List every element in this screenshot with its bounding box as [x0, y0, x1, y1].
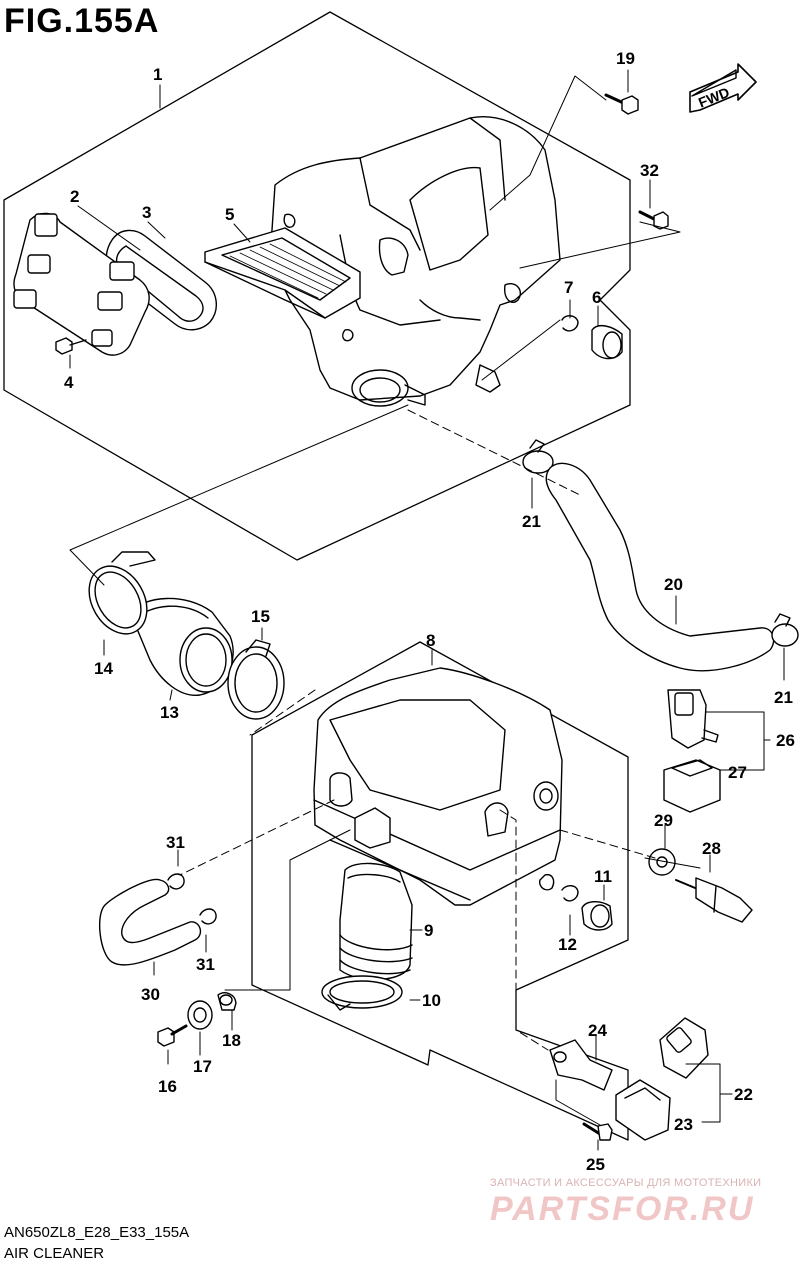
callout-13: 13 [160, 703, 179, 722]
hose-30 [99, 878, 202, 966]
callout-12: 12 [558, 935, 577, 954]
callout-23: 23 [674, 1115, 693, 1134]
filter-element [204, 227, 361, 319]
callout-19: 19 [616, 49, 635, 68]
callout-1: 1 [153, 65, 162, 84]
sensor-28-icon [675, 877, 753, 923]
callout-31-upper: 31 [166, 833, 185, 852]
sensor-26-icon [667, 689, 719, 749]
sensor-22-icon [659, 1017, 709, 1079]
clip-12-icon [561, 885, 579, 902]
callout-9: 9 [424, 921, 433, 940]
callout-31-lower: 31 [196, 955, 215, 974]
callout-21-right: 21 [774, 688, 793, 707]
callout-4: 4 [64, 373, 74, 392]
clamp-14-icon [88, 551, 156, 635]
collar-18-icon [217, 992, 237, 1011]
callout-8: 8 [426, 631, 435, 650]
bolt-19-icon [604, 93, 639, 115]
washer-29-icon [648, 848, 676, 876]
callout-3: 3 [142, 203, 151, 222]
boot-27-icon [663, 759, 721, 813]
callout-16: 16 [158, 1077, 177, 1096]
bracket-24-icon [549, 1039, 613, 1091]
clip-7-icon [561, 315, 579, 332]
fwd-arrow-icon [689, 63, 757, 113]
hose-20 [545, 462, 775, 672]
screw-4-icon [55, 337, 87, 355]
callout-18: 18 [222, 1031, 241, 1050]
callout-25: 25 [586, 1155, 605, 1174]
leader-lines [69, 69, 785, 1151]
callout-17: 17 [193, 1057, 212, 1076]
cap-11-icon [581, 901, 613, 931]
bolt-32-icon [638, 210, 669, 230]
clamp-15-icon [227, 639, 285, 720]
clamp-21-right-icon [771, 613, 799, 647]
figure-title: FIG.155A [4, 2, 160, 40]
callout-7: 7 [564, 278, 573, 297]
callout-11: 11 [594, 867, 612, 886]
cap-6-icon [591, 324, 623, 360]
callout-30: 30 [141, 985, 160, 1004]
callout-15: 15 [251, 607, 270, 626]
screw-25-icon [582, 1122, 613, 1141]
pipe-13 [129, 597, 234, 696]
boot-23-icon [615, 1079, 671, 1141]
clamp-10-icon [321, 975, 403, 1011]
callout-29: 29 [654, 811, 673, 830]
upper-assembly-frame [3, 11, 631, 561]
callout-22: 22 [734, 1085, 753, 1104]
watermark-logo: PARTSFOR.RU [490, 1190, 755, 1228]
callout-2: 2 [70, 187, 79, 206]
model-code: AN650ZL8_E28_E33_155A [4, 1224, 190, 1241]
callout-6: 6 [592, 288, 601, 307]
cover-plate [13, 212, 150, 356]
airbox-lower [313, 667, 563, 906]
screw-16-icon [157, 1024, 188, 1047]
callout-5: 5 [225, 205, 234, 224]
duct-9 [339, 862, 413, 981]
callout-20: 20 [664, 575, 683, 594]
clip-31-lower-icon [199, 908, 217, 925]
clip-31-upper-icon [167, 873, 185, 890]
figure-caption: AIR CLEANER [4, 1245, 105, 1262]
airbox-upper [269, 116, 561, 407]
clamp-21-top-icon [522, 439, 554, 474]
grommet-17-icon [187, 1000, 213, 1030]
callout-14: 14 [94, 659, 113, 678]
callout-32: 32 [640, 161, 659, 180]
callout-21-top: 21 [522, 512, 541, 531]
watermark-tagline: ЗАПЧАСТИ И АКСЕССУАРЫ ДЛЯ МОТОТЕХНИКИ [490, 1177, 762, 1189]
callout-28: 28 [702, 839, 721, 858]
callout-24: 24 [588, 1021, 607, 1040]
callout-10: 10 [422, 991, 441, 1010]
callout-26: 26 [776, 731, 795, 750]
callout-27: 27 [728, 763, 747, 782]
